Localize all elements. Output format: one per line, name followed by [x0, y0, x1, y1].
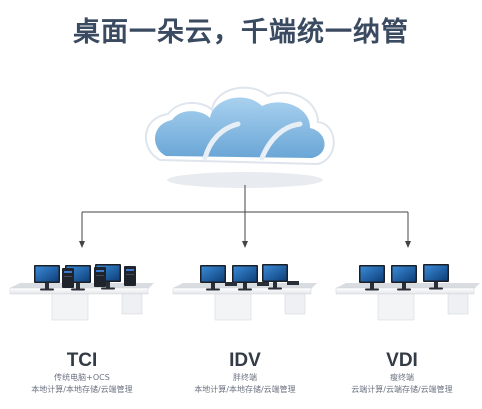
tci-name: TCI	[66, 350, 98, 371]
idv-label: IDV 胖终端 本地计算/本地存储/云端管理	[165, 350, 325, 396]
idv-workstations	[172, 264, 317, 321]
vdi-line1: 瘦终端	[390, 373, 414, 382]
connector-lines	[81, 185, 409, 243]
idv-name: IDV	[229, 350, 261, 371]
vdi-name: VDI	[386, 350, 418, 371]
tci-line1: 传统电脑+OCS	[54, 373, 110, 382]
page-title: 桌面一朵云，千端统一纳管	[73, 17, 409, 48]
tci-line2: 本地计算/本地存储/云端管理	[31, 385, 133, 394]
vdi-line2: 云端计算/云端存储/云端管理	[351, 385, 453, 394]
vdi-label: VDI 瘦终端 云端计算/云端存储/云端管理	[322, 350, 482, 396]
tci-workstations	[9, 264, 154, 321]
vdi-workstations	[335, 264, 480, 321]
idv-line2: 本地计算/本地存储/云端管理	[194, 385, 296, 394]
idv-line1: 胖终端	[233, 373, 257, 382]
arrowheads	[79, 241, 411, 248]
cloud-icon	[145, 86, 335, 188]
tci-label: TCI 传统电脑+OCS 本地计算/本地存储/云端管理	[2, 350, 162, 396]
